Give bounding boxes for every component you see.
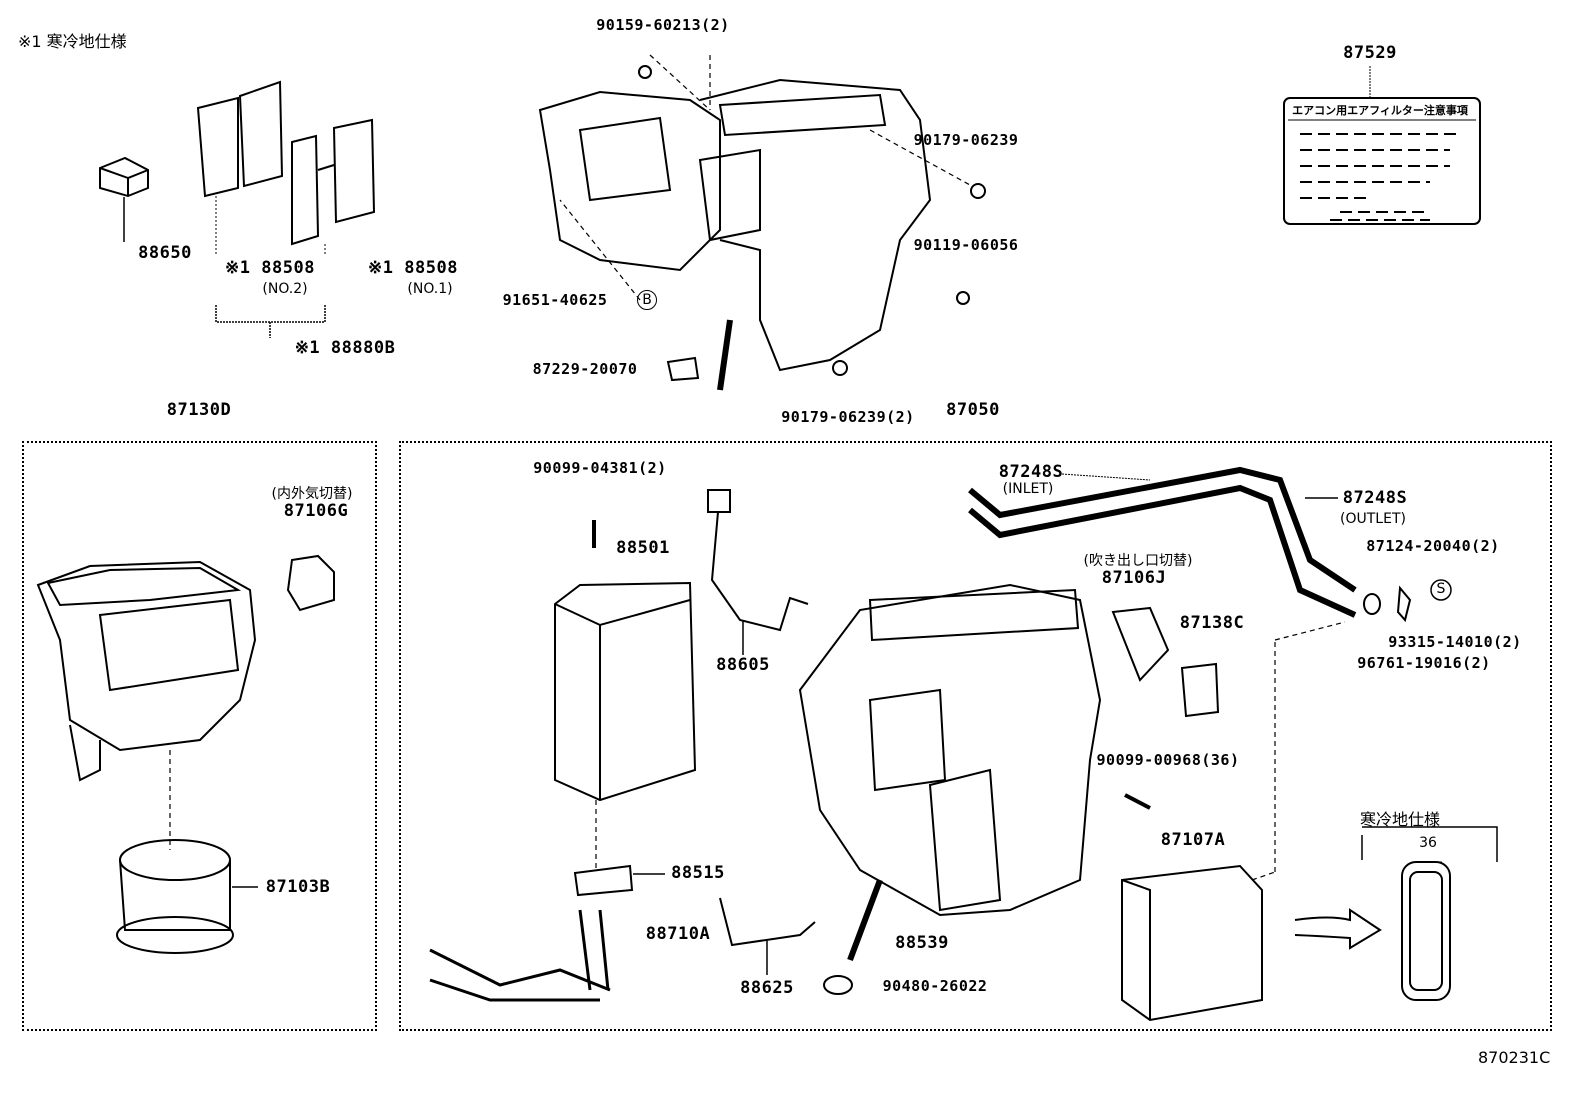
evaporator-drawing [429, 520, 697, 1002]
filter-no1-drawing [215, 118, 376, 338]
pipe-inlet-sub: (INLET) [1002, 481, 1054, 497]
group-unit-assembly[interactable]: 87050 [946, 400, 1000, 420]
air-unit-top-drawing [538, 54, 986, 391]
part-drain-hose[interactable]: 88539 [895, 933, 949, 953]
pipes-drawing [968, 466, 1452, 623]
group-blower-assembly[interactable]: 87130D [166, 400, 232, 420]
part-nut-bottom[interactable]: 90179-06239(2) [781, 408, 915, 426]
part-screws[interactable]: 90099-00968(36) [1096, 751, 1240, 769]
cold-spec-note: 寒冷地仕様 [1360, 810, 1441, 829]
part-oring-s[interactable]: 93315-14010(2) [1388, 633, 1522, 651]
part-resistor[interactable]: 88650 [138, 243, 192, 263]
part-mode-servo[interactable]: 87106J [1101, 568, 1167, 588]
part-screw-evap[interactable]: 90099-04381(2) [533, 459, 667, 477]
part-filter-no1[interactable]: ※1 88508 [368, 258, 458, 278]
part-nut-right[interactable]: 90179-06239 [913, 131, 1019, 149]
heater-unit-drawing [798, 583, 1498, 1022]
unit-assembly-box [399, 441, 1552, 1031]
part-label-plate[interactable]: 87529 [1343, 43, 1397, 63]
part-evaporator[interactable]: 88501 [616, 538, 670, 558]
part-wire-sensor[interactable]: 88605 [716, 655, 770, 675]
clip-b-mark: B [637, 290, 657, 310]
part-servo-intake[interactable]: 87106G [283, 501, 349, 521]
drawing-id: 870231C [1478, 1048, 1551, 1067]
part-bolt-right[interactable]: 90119-06056 [913, 236, 1019, 254]
part-expansion-valve[interactable]: 88515 [671, 863, 725, 883]
label-plate-heading: エアコン用エアフィルター注意事項 [1292, 104, 1468, 117]
part-filter-set[interactable]: ※1 88880B [294, 338, 396, 358]
part-hose-clamp[interactable]: 87229-20070 [532, 360, 638, 378]
blower-assembly-box [22, 441, 377, 1031]
part-clamp[interactable]: 87124-20040(2) [1366, 537, 1500, 555]
part-thermistor[interactable]: 88625 [740, 978, 794, 998]
blower-drawing [36, 554, 335, 954]
oring-s-mark: S [1436, 581, 1446, 597]
pipe-outlet-sub: (OUTLET) [1340, 511, 1406, 527]
filter-no2-drawing [196, 80, 284, 255]
part-oring[interactable]: 96761-19016(2) [1357, 654, 1491, 672]
wire-harness-drawing [707, 489, 816, 975]
part-tube[interactable]: 88710A [645, 924, 711, 944]
servo-note: (内外気切替) [271, 486, 353, 502]
part-filter-no2[interactable]: ※1 88508 [225, 258, 315, 278]
part-screw-top[interactable]: 90159-60213(2) [596, 16, 730, 34]
legend-note: ※1 寒冷地仕様 [18, 32, 127, 51]
part-heater-core[interactable]: 87107A [1160, 830, 1226, 850]
part-grommet[interactable]: 90480-26022 [882, 977, 988, 995]
part-pipe-outlet[interactable]: 87248S [1342, 488, 1408, 508]
part-clip-b[interactable]: 91651-40625 [502, 291, 608, 309]
filter-no1-sub: (NO.1) [407, 281, 453, 297]
filter-no2-sub: (NO.2) [262, 281, 308, 297]
mode-servo-note: (吹き出し口切替) [1083, 553, 1193, 569]
dimension-36: 36 [1419, 835, 1437, 851]
part-pipe-inlet[interactable]: 87248S [998, 462, 1064, 482]
part-amplifier[interactable]: 87138C [1179, 613, 1245, 633]
label-plate-drawing [1283, 66, 1481, 225]
part-fan[interactable]: 87103B [265, 877, 331, 897]
resistor-drawing [99, 156, 149, 242]
